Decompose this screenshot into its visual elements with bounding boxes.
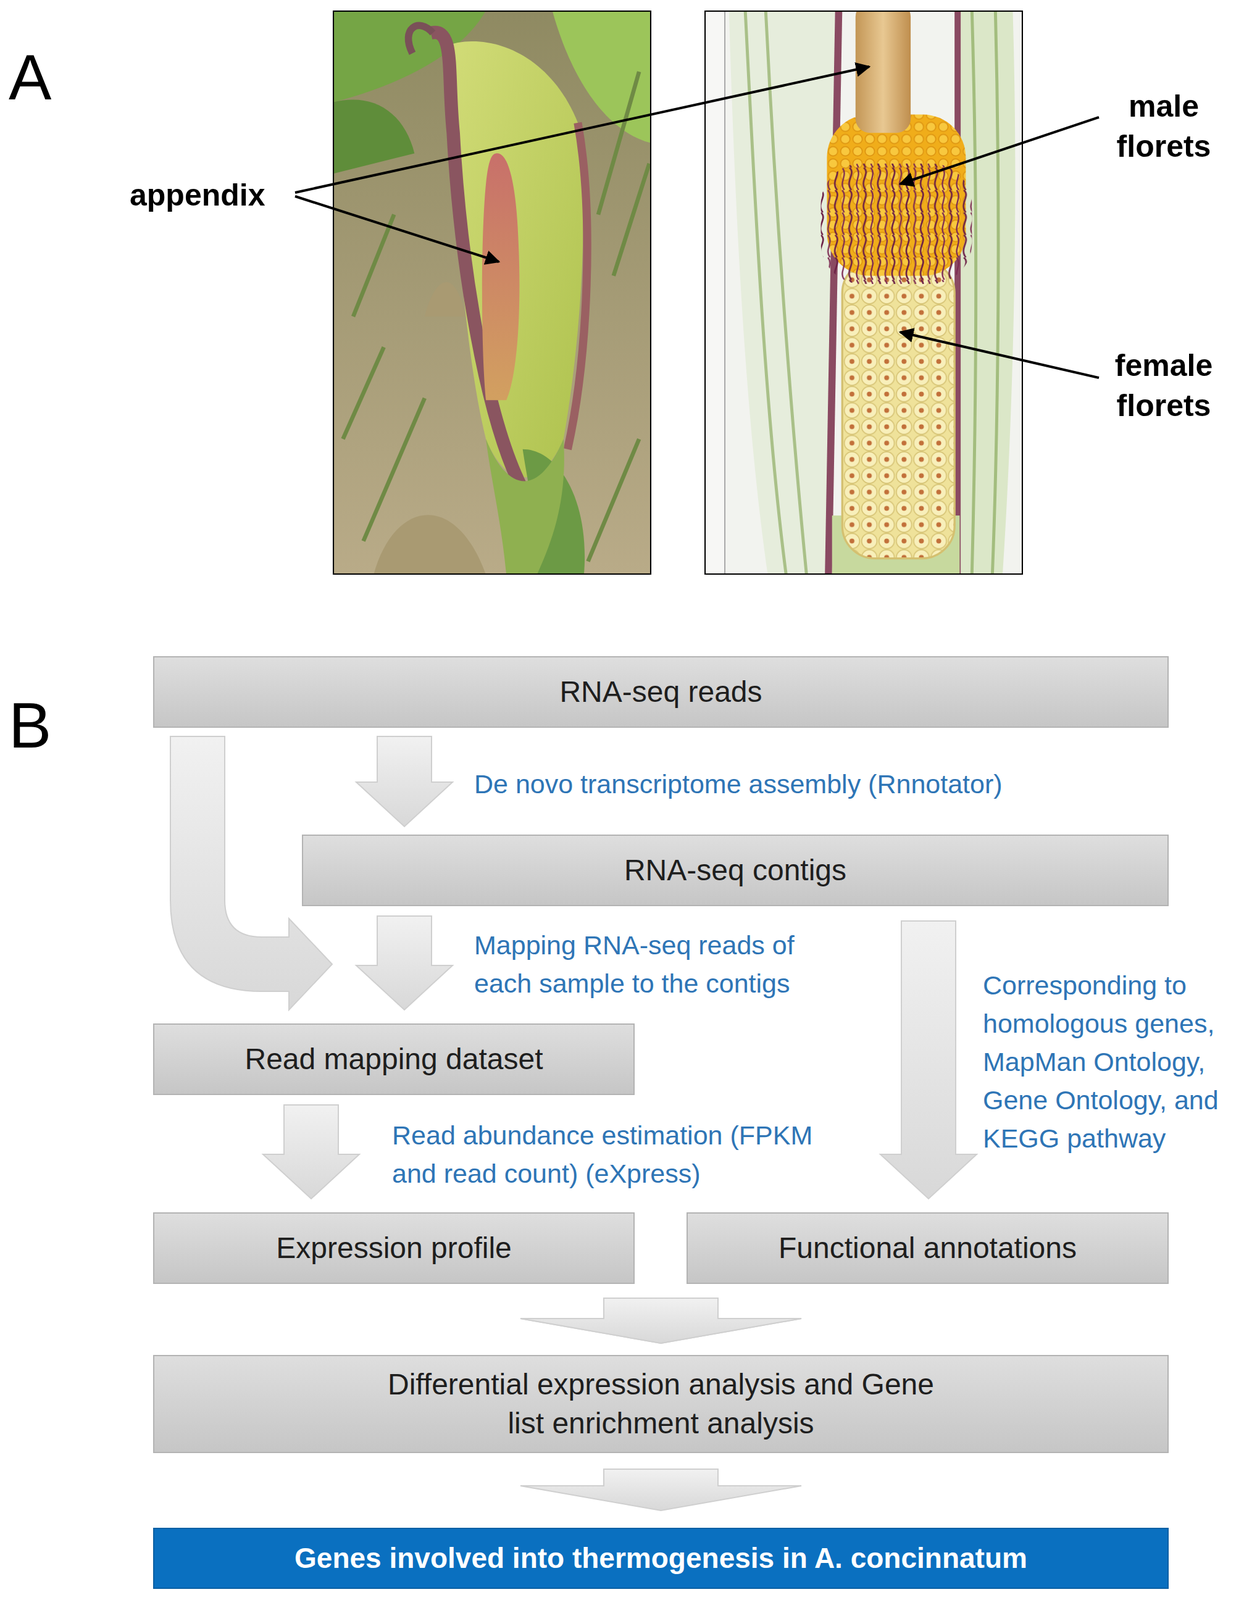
block-arrow	[262, 1105, 360, 1199]
spathe-vein	[971, 10, 999, 575]
leader-line	[295, 66, 870, 193]
box-text: RNA-seq reads	[559, 672, 762, 712]
process-box: Differential expression analysis and Gen…	[153, 1355, 1169, 1454]
block-arrow	[356, 736, 453, 827]
spathe-margin	[567, 122, 588, 450]
ruler	[704, 10, 725, 575]
box-text: Genes involved into thermogenesis in A. …	[294, 1540, 1028, 1578]
box-text: Differential expression analysis and Gen…	[383, 1365, 940, 1443]
spathe-margin	[430, 32, 523, 490]
photo-panel	[0, 0, 1244, 593]
text-stack: Differential expression analysis and Gen…	[383, 1365, 940, 1443]
process-box: Expression profile	[153, 1212, 635, 1285]
text-stack: RNA-seq reads	[559, 672, 762, 712]
process-box: RNA-seq contigs	[301, 834, 1169, 907]
text-stack: Functional annotations	[778, 1229, 1077, 1268]
box-text: Expression profile	[275, 1229, 512, 1268]
part-label: female florets	[1098, 345, 1229, 426]
ground	[332, 10, 652, 575]
spathe-wall	[954, 10, 1015, 575]
step-label: Mapping RNA-seq reads of each sample to …	[474, 926, 839, 1003]
ruler	[704, 10, 725, 575]
appendix-shape	[482, 153, 520, 401]
leader-line	[900, 117, 1099, 184]
block-arrow	[520, 1298, 802, 1344]
block-arrow	[520, 1298, 802, 1344]
text-stack: Expression profile	[275, 1229, 512, 1268]
process-box: Read mapping dataset	[153, 1023, 635, 1096]
photo-spadix	[704, 2, 1023, 575]
text-stack: Genes involved into thermogenesis in A. …	[294, 1540, 1028, 1578]
panel-letter: A	[8, 35, 83, 120]
female-florets-zone	[842, 260, 955, 559]
spathe-wall	[729, 10, 843, 575]
part-label: appendix	[129, 175, 297, 216]
spathe-vein	[745, 10, 807, 575]
step-label: De novo transcriptome assembly (Rnnotato…	[474, 764, 1166, 804]
box-text: RNA-seq contigs	[624, 851, 847, 890]
block-arrow	[356, 916, 453, 1011]
step-label: Read abundance estimation (FPKM and read…	[392, 1116, 819, 1193]
spathe-tip	[408, 25, 433, 54]
block-arrow	[520, 1469, 802, 1511]
result-box: Genes involved into thermogenesis in A. …	[153, 1527, 1169, 1590]
photo-frame	[704, 10, 1023, 575]
part-label: male florets	[1098, 86, 1229, 167]
photo-frame	[332, 10, 652, 575]
leader-line	[295, 196, 499, 262]
spathe-edge	[824, 10, 843, 575]
text-stack: RNA-seq contigs	[624, 851, 847, 890]
panel-letter: B	[8, 684, 83, 768]
leader-line	[900, 332, 1099, 378]
step-label: Corresponding to homologous genes, MapMa…	[982, 966, 1227, 1158]
text-stack: Read mapping dataset	[245, 1040, 544, 1079]
box-text: Read mapping dataset	[245, 1040, 544, 1079]
process-box: RNA-seq reads	[153, 656, 1169, 728]
spathe-tube	[485, 438, 565, 575]
process-box: Functional annotations	[686, 1212, 1169, 1285]
box-text: Functional annotations	[778, 1229, 1077, 1268]
leaf	[332, 100, 415, 175]
block-arrow	[880, 921, 977, 1199]
photo-spathe	[332, 10, 652, 575]
stamen-threads	[821, 163, 973, 284]
leader-layer	[0, 0, 1244, 593]
